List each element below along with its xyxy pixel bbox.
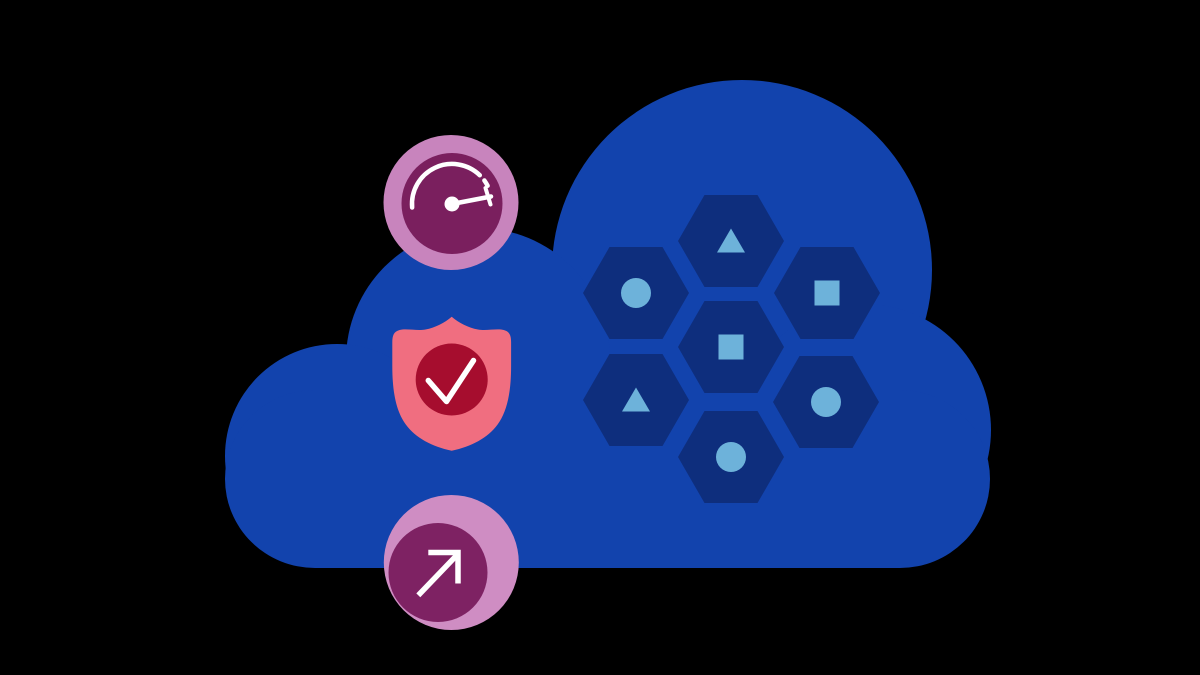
hex-tile-top [678, 195, 784, 287]
speedometer-gauge-icon [383, 135, 519, 270]
arrow-shaft [416, 553, 459, 598]
hex-tile-bottom [678, 411, 784, 503]
circle-glyph [811, 387, 841, 417]
circle-glyph [621, 278, 651, 308]
checkmark [425, 357, 477, 405]
shield-checkmark-icon [392, 316, 512, 451]
arrow-up-right-icon [383, 495, 519, 630]
hex-tile-center [678, 301, 784, 393]
hex-tile-upper-right [774, 247, 880, 339]
hex-tile-upper-left [583, 247, 689, 339]
gauge-tick [483, 186, 493, 207]
gauge-hub-dot [444, 196, 460, 212]
gauge-arc-dash [482, 178, 490, 189]
arrow-head [428, 549, 461, 584]
hex-tile-lower-left [583, 354, 689, 446]
gauge-arc [409, 161, 483, 210]
hexagon-grid [583, 195, 880, 503]
circle-glyph [716, 442, 746, 472]
hex-tile-lower-right [773, 356, 879, 448]
triangle-glyph [622, 387, 650, 412]
square-glyph [718, 334, 744, 360]
triangle-glyph [717, 228, 745, 253]
square-glyph [814, 280, 840, 306]
